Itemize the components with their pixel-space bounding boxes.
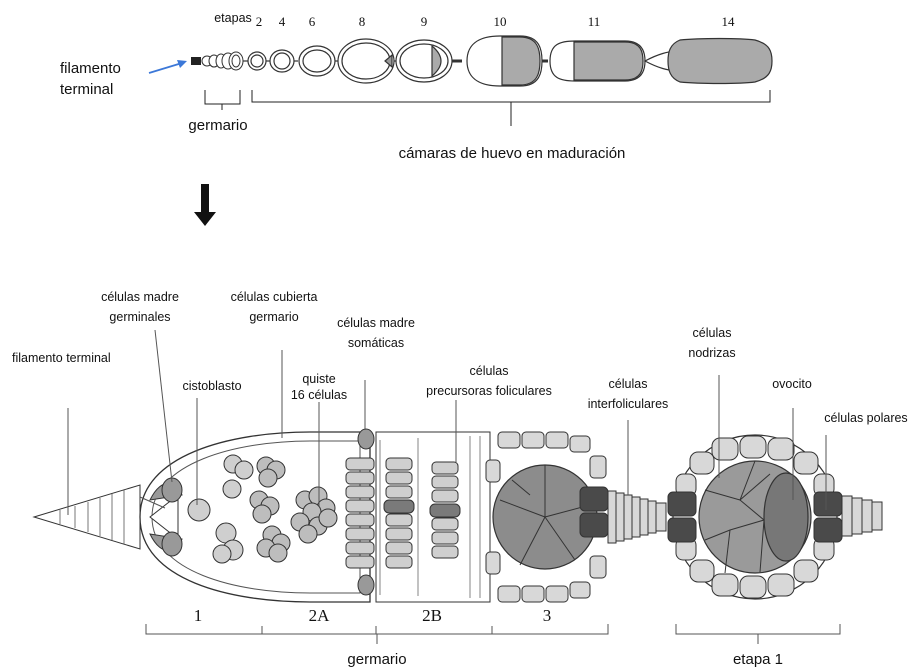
germarium-label-bottom: germario xyxy=(347,651,406,668)
egg-chambers xyxy=(243,36,772,86)
stage1-label: etapa 1 xyxy=(733,651,783,668)
cyst16-label-line2: 16 células xyxy=(291,388,347,402)
region-1-label: 1 xyxy=(194,606,203,625)
terminal-filament-label-line1: filamento xyxy=(60,60,121,77)
germline-stem-cells-label-line1: células madre xyxy=(101,290,179,304)
stage-number-9: 9 xyxy=(421,14,428,29)
nurse-cells-label-line1: células xyxy=(693,326,732,340)
germarium-region-bracket xyxy=(146,624,608,644)
germarium-mini xyxy=(202,52,243,70)
germarium-label-top: germario xyxy=(188,117,247,134)
follicle-precursors-label-line2: precursoras foliculares xyxy=(426,384,552,398)
germline-stem-cells-label-line2: germinales xyxy=(109,310,170,324)
cap-cells-label-line1: células cubierta xyxy=(231,290,318,304)
region-2b-label: 2B xyxy=(422,606,442,625)
nurse-cells-label-line2: nodrizas xyxy=(688,346,735,360)
polar-cells-label: células polares xyxy=(824,411,907,425)
stages-title: etapas xyxy=(214,11,252,25)
maturing-chambers-bracket xyxy=(252,90,770,126)
oocyte-label: ovocito xyxy=(772,377,812,391)
stage-number-14: 14 xyxy=(722,14,736,29)
cystoblast-label: cistoblasto xyxy=(182,379,241,393)
germarium-bracket xyxy=(205,90,240,110)
region-2a-label: 2A xyxy=(309,606,331,625)
stage1-bracket xyxy=(676,624,840,644)
stage-number-11: 11 xyxy=(588,14,601,29)
stage-number-6: 6 xyxy=(309,14,316,29)
somatic-stem-cells-label-line2: somáticas xyxy=(348,336,404,350)
interfollicular-label-line2: interfoliculares xyxy=(588,397,669,411)
region-3-label: 3 xyxy=(543,606,552,625)
stage-number-2: 2 xyxy=(256,14,263,29)
down-arrow-icon xyxy=(194,184,216,226)
germarium-detail: células madre germinales células cubiert… xyxy=(12,290,908,668)
cyst16-label-line1: quiste xyxy=(302,372,335,386)
terminal-filament-label: filamento terminal xyxy=(12,351,111,365)
somatic-stem-cells-label-line1: células madre xyxy=(337,316,415,330)
stage-number-8: 8 xyxy=(359,14,366,29)
cap-cells-label-line2: germario xyxy=(249,310,298,324)
stage-number-10: 10 xyxy=(494,14,507,29)
oocyte-shape xyxy=(764,473,808,561)
stage-number-4: 4 xyxy=(279,14,286,29)
interfollicular-label-line1: células xyxy=(609,377,648,391)
follicle-precursors-label-line1: células xyxy=(470,364,509,378)
terminal-filament-label-line2: terminal xyxy=(60,81,113,98)
ovariole-overview: etapas 2 4 6 8 9 10 11 14 xyxy=(60,11,772,226)
maturing-chambers-label: cámaras de huevo en maduración xyxy=(399,145,626,162)
